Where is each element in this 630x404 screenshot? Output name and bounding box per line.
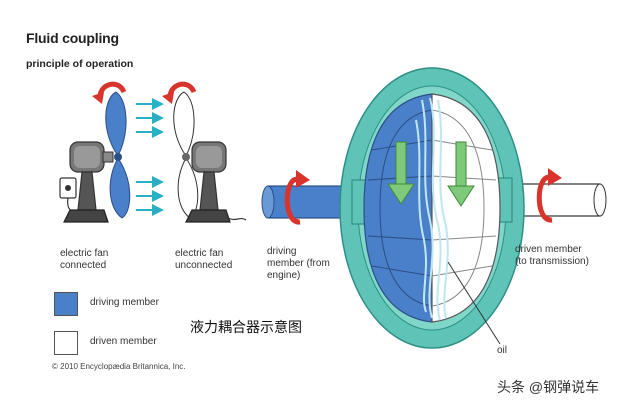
diagram-title: Fluid coupling bbox=[26, 30, 119, 46]
legend-swatch-driving bbox=[54, 292, 78, 316]
label-driven-member: driven member (to transmission) bbox=[515, 244, 589, 267]
fan-base-icon bbox=[63, 209, 109, 223]
legend-label-driven: driven member bbox=[90, 336, 157, 347]
airflow-arrows-icon bbox=[136, 98, 164, 216]
label-fan-unconnected: electric fan unconnected bbox=[175, 248, 233, 271]
driving-runner-icon bbox=[363, 93, 433, 323]
label-oil: oil bbox=[497, 345, 508, 356]
connected-fan-illustration bbox=[59, 81, 131, 223]
driving-blade-icon bbox=[105, 91, 127, 157]
chinese-caption: 液力耦合器示意图 bbox=[190, 319, 302, 335]
power-cord-icon bbox=[227, 217, 247, 221]
fluid-coupling-illustration-main bbox=[261, 67, 607, 349]
flow-arrow-icon bbox=[387, 141, 475, 207]
oil-pointer-line bbox=[447, 261, 501, 345]
watermark: 头条 @钢弹说车 bbox=[497, 379, 600, 395]
label-driving-member: driving member (from engine) bbox=[267, 246, 330, 281]
legend-swatch-driven bbox=[54, 331, 78, 355]
fan-base-icon bbox=[185, 209, 231, 223]
legend-label-driving: driving member bbox=[90, 297, 159, 308]
copyright-notice: © 2010 Encyclopædia Britannica, Inc. bbox=[52, 362, 186, 371]
label-fan-connected: electric fan connected bbox=[60, 248, 109, 271]
unconnected-fan-illustration bbox=[162, 81, 247, 223]
rotation-arrow-icon bbox=[536, 168, 562, 223]
oil-flow-icon bbox=[415, 97, 449, 321]
driven-blade-icon bbox=[173, 91, 195, 157]
diagram-subtitle: principle of operation bbox=[26, 58, 134, 70]
rotation-arrow-icon bbox=[284, 170, 310, 225]
driven-runner-icon bbox=[431, 93, 501, 323]
